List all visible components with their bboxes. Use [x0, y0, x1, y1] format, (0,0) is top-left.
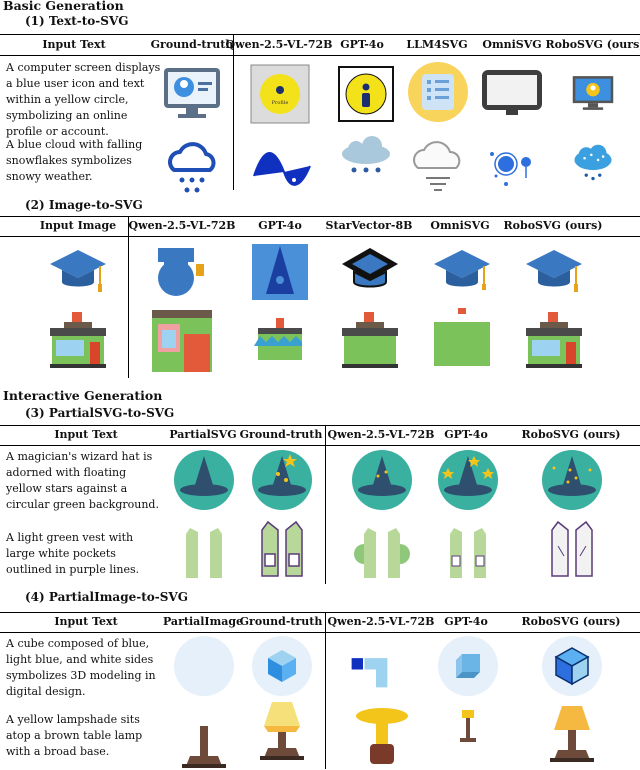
gt-cube-icon [250, 634, 314, 698]
p2s-row1-text: A magician's wizard hat is adorned with … [6, 450, 159, 511]
llm4svg-snow-cloud-icon [406, 134, 470, 198]
t2s-row1-text: A computer screen displays a blue user i… [6, 61, 161, 138]
gpt4o-lamp-icon [436, 704, 500, 768]
gt-snow-cloud-icon [160, 136, 224, 200]
partialimage-lamp-icon [172, 706, 236, 770]
starvector-shop-icon [338, 308, 402, 372]
qwen-vest-icon [350, 520, 414, 584]
column-divider [325, 613, 326, 769]
subsection-text-to-svg: (1) Text-to-SVG [25, 14, 129, 28]
input-shop-icon [46, 308, 110, 372]
column-divider [233, 35, 234, 190]
gpt4o-profile-icon [334, 62, 398, 126]
robosvg-graduation-cap-icon [522, 240, 586, 304]
partialimage-cube-icon [172, 634, 236, 698]
omnisvg-shop-icon [430, 306, 494, 370]
input-graduation-cap-icon [46, 240, 110, 304]
header-rule [0, 445, 640, 446]
header-omnisvg: OmniSVG [430, 219, 490, 232]
column-divider [325, 426, 326, 584]
header-robosvg: RoboSVG (ours) [521, 428, 621, 441]
section-interactive-generation: Interactive Generation [3, 388, 163, 403]
header-qwen: Qwen-2.5-VL-72B [128, 219, 236, 232]
header-partialsvg: PartialSVG [169, 428, 237, 441]
column-divider [128, 217, 129, 378]
robosvg-lamp-icon [540, 700, 604, 764]
subsection-partialsvg-to-svg: (3) PartialSVG-to-SVG [25, 406, 175, 420]
t2s-row2-text: A blue cloud with falling snowflakes sym… [6, 138, 143, 183]
p2s-row2-text: A light green vest with large white pock… [6, 531, 140, 576]
gpt4o-vest-icon [436, 520, 500, 584]
header-qwen: Qwen-2.5-VL-72B [327, 615, 435, 628]
robosvg-vest-icon [540, 516, 604, 580]
omnisvg-snow-cloud-icon [480, 138, 544, 202]
header-ground-truth: Ground-truth [239, 428, 323, 441]
robosvg-computer-profile-icon [566, 66, 620, 120]
header-gpt4o: GPT-4o [340, 38, 384, 51]
gpt4o-graduation-cap-icon [248, 238, 312, 302]
qwen-cube-icon [350, 650, 402, 702]
header-ground-truth: Ground-truth [239, 615, 323, 628]
header-starvector: StarVector-8B [325, 219, 413, 232]
robosvg-wizard-hat-icon [540, 448, 604, 512]
header-partialimage: PartialImage [162, 615, 244, 628]
table-top-rule [0, 425, 640, 426]
subsection-image-to-svg: (2) Image-to-SVG [25, 198, 143, 212]
gpt4o-snow-cloud-icon [334, 132, 398, 196]
header-input-text: Input Text [42, 38, 106, 51]
header-gpt4o: GPT-4o [258, 219, 302, 232]
header-input-image: Input Image [39, 219, 117, 232]
header-rule [0, 632, 640, 633]
header-llm4svg: LLM4SVG [406, 38, 468, 51]
starvector-graduation-cap-icon [338, 240, 402, 304]
gt-wizard-hat-icon [250, 448, 314, 512]
header-gpt4o: GPT-4o [444, 615, 488, 628]
qwen-profile-icon: Profile [248, 62, 312, 126]
robosvg-snow-cloud-icon [566, 138, 620, 192]
qwen-shop-icon [150, 308, 214, 372]
robosvg-cube-icon [540, 634, 604, 698]
gt-computer-profile-icon [160, 60, 224, 124]
partialsvg-wizard-hat-icon [172, 448, 236, 512]
header-rule [0, 236, 640, 237]
table-top-rule [0, 216, 640, 217]
pi2s-row2-text: A yellow lampshade sits atop a brown tab… [6, 713, 143, 758]
llm4svg-profile-icon [406, 60, 470, 124]
header-robosvg: RoboSVG (ours) [503, 219, 603, 232]
pi2s-row1-text: A cube composed of blue, light blue, and… [6, 637, 156, 698]
header-qwen: Qwen-2.5-VL-72B [225, 38, 333, 51]
qwen-snow-cloud-icon [250, 136, 314, 200]
robosvg-shop-icon [522, 308, 586, 372]
section-basic-generation: Basic Generation [3, 0, 124, 13]
header-input-text: Input Text [54, 615, 118, 628]
omnisvg-graduation-cap-icon [430, 240, 494, 304]
header-robosvg: RoboSVG (ours) [545, 38, 640, 51]
omnisvg-monitor-icon [480, 60, 544, 124]
header-robosvg: RoboSVG (ours) [521, 615, 621, 628]
header-input-text: Input Text [54, 428, 118, 441]
gpt4o-cube-icon [436, 634, 500, 698]
table-top-rule [0, 612, 640, 613]
header-gpt4o: GPT-4o [444, 428, 488, 441]
subsection-partialimage-to-svg: (4) PartialImage-to-SVG [25, 590, 188, 604]
header-ground-truth: Ground-truth [150, 38, 234, 51]
qwen-lamp-icon [350, 704, 414, 768]
qwen-wizard-hat-icon [350, 448, 414, 512]
gpt4o-wizard-hat-icon [436, 448, 500, 512]
header-rule [0, 55, 640, 56]
partialsvg-vest-icon [172, 520, 236, 584]
header-omnisvg: OmniSVG [482, 38, 542, 51]
gt-vest-icon [250, 516, 314, 580]
qwen-graduation-cap-icon [150, 240, 214, 304]
gpt4o-shop-icon [248, 314, 312, 378]
qwen-badge-text: Profile [272, 100, 289, 106]
table-top-rule [0, 34, 640, 35]
header-qwen: Qwen-2.5-VL-72B [327, 428, 435, 441]
gt-lamp-icon [250, 698, 314, 762]
